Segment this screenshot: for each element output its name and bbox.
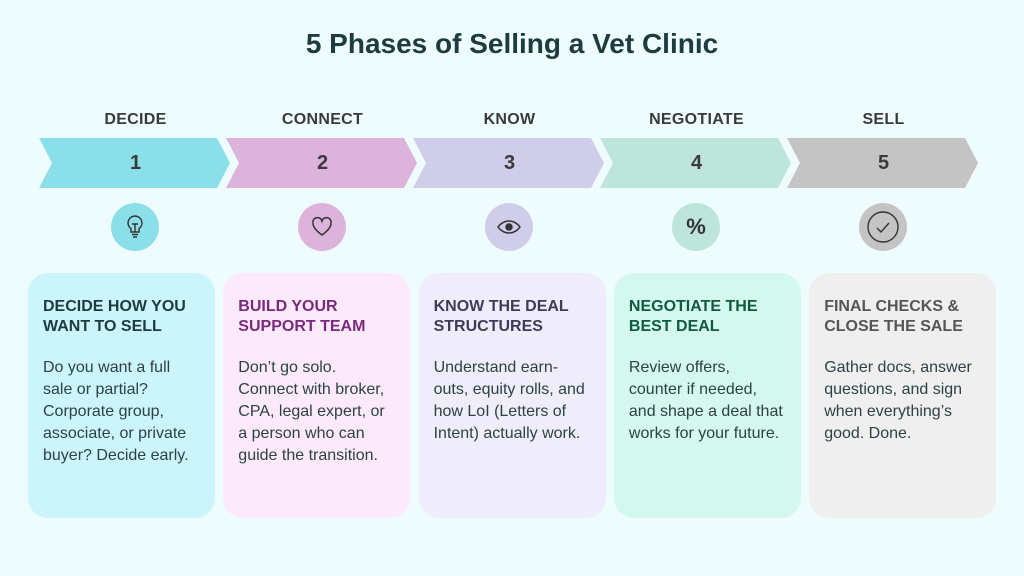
card-title: DECIDE HOW YOU WANT TO SELL bbox=[43, 298, 186, 335]
card-body: Understand earn-outs, equity rolls, and … bbox=[433, 359, 585, 442]
card-body: Gather docs, answer questions, and sign … bbox=[824, 359, 972, 442]
phase-label: KNOW bbox=[483, 111, 536, 128]
card-body: Don’t go solo. Connect with broker, CPA,… bbox=[238, 359, 385, 464]
check-circle-icon bbox=[859, 203, 907, 251]
card-body: Review offers, counter if needed, and sh… bbox=[628, 359, 783, 442]
percent-icon: % bbox=[672, 203, 720, 251]
phase-number: 4 bbox=[690, 152, 703, 174]
page-title: 5 Phases of Selling a Vet Clinic bbox=[305, 28, 719, 59]
chevron-5 bbox=[787, 138, 978, 188]
phase-number: 5 bbox=[877, 152, 890, 174]
card-title: FINAL CHECKS & CLOSE THE SALE bbox=[824, 298, 963, 335]
phase-label: SELL bbox=[862, 111, 905, 128]
phase-card: NEGOTIATE THE BEST DEAL Review offers, co… bbox=[613, 273, 801, 518]
phase-number: 1 bbox=[129, 152, 142, 174]
phase-card: KNOW THE DEAL STRUCTURES Understand earn-… bbox=[418, 273, 606, 518]
phase-card: BUILD YOUR SUPPORT TEAM Don’t go solo. Co… bbox=[223, 273, 411, 518]
phase-card: DECIDE HOW YOU WANT TO SELL Do you want a… bbox=[28, 273, 215, 518]
card-title: KNOW THE DEAL STRUCTURES bbox=[433, 298, 569, 335]
phase-card: FINAL CHECKS & CLOSE THE SALE Gather docs… bbox=[809, 273, 997, 518]
phase-label: CONNECT bbox=[281, 111, 364, 128]
chevron-1 bbox=[39, 138, 230, 188]
chevron-4 bbox=[600, 138, 791, 188]
lightbulb-icon bbox=[111, 203, 159, 251]
eye-icon bbox=[485, 203, 533, 251]
card-title: BUILD YOUR SUPPORT TEAM bbox=[238, 298, 366, 335]
phase-number: 2 bbox=[316, 152, 329, 174]
chevron-3 bbox=[413, 138, 604, 188]
card-body: Do you want a full sale or partial? Corp… bbox=[43, 359, 189, 464]
heart-icon bbox=[298, 203, 346, 251]
phase-label: DECIDE bbox=[104, 111, 167, 128]
phase-label: NEGOTIATE bbox=[649, 111, 744, 128]
phase-number: 3 bbox=[503, 152, 516, 174]
card-title: NEGOTIATE THE BEST DEAL bbox=[628, 298, 758, 335]
chevron-2 bbox=[226, 138, 417, 188]
